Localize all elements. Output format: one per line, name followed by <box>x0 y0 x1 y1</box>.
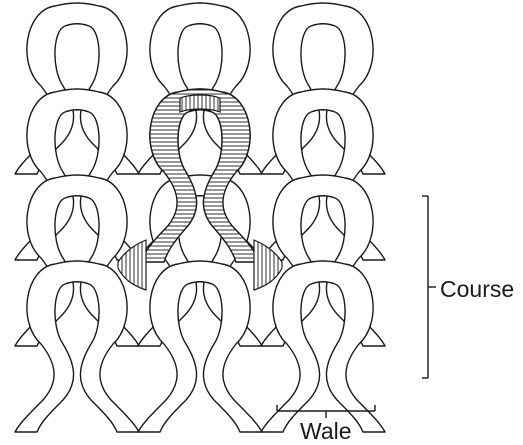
wale-label: Wale <box>300 420 352 443</box>
knit-fabric <box>15 3 385 432</box>
course-bracket <box>422 196 436 378</box>
course-label: Course <box>440 278 514 301</box>
course-row-1 <box>15 3 385 174</box>
